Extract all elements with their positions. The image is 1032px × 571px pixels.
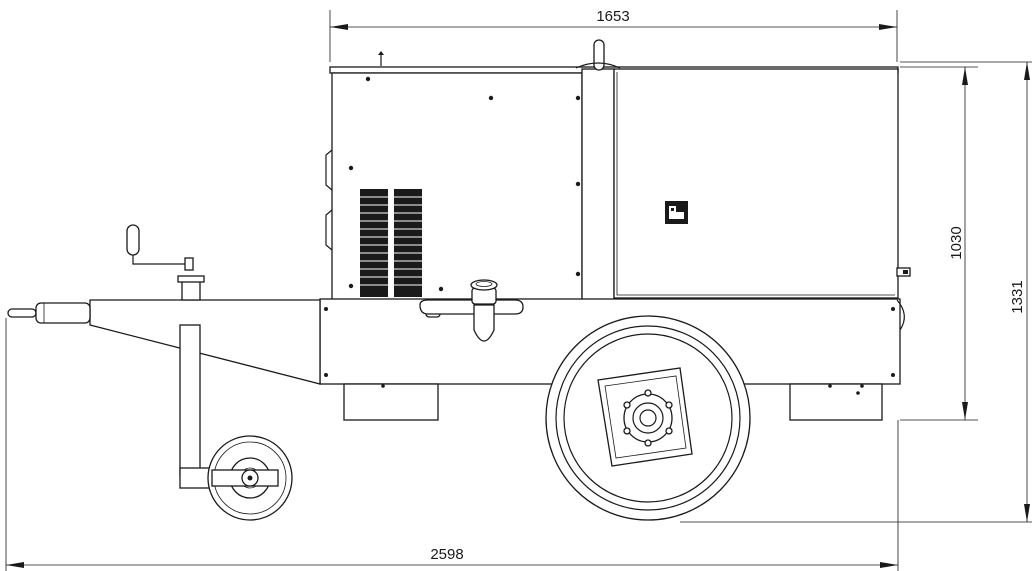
door-latch-icon [896,267,911,277]
dim-label-canopy-width: 1653 [596,8,629,25]
roof-vent-icon [378,51,384,66]
dim-canopy-height: 1030 [900,66,978,421]
dim-label-canopy-height: 1030 [948,226,965,259]
canopy [325,39,911,301]
warning-label-icon [665,201,688,224]
dim-canopy-width: 1653 [329,8,898,62]
air-louvre-left [360,189,388,297]
drain-hose [896,299,905,331]
road-wheel [545,315,751,521]
dim-label-overall-length: 2598 [430,546,463,563]
panel-bolts [348,76,581,292]
fuel-filler-cap-icon [419,279,524,342]
lifting-eye-icon [575,39,621,71]
dim-overall-height: 1331 [680,61,1032,523]
door-hinges [325,149,333,251]
drawbar [7,299,321,385]
dim-label-overall-height: 1331 [1009,280,1026,313]
dim-overall-length: 2598 [5,318,899,571]
support-feet [343,383,883,421]
wheel-studs [623,389,673,447]
jockey-wheel-jack [126,224,293,521]
crank-handle-icon [126,224,140,256]
air-louvre-right [394,189,422,297]
